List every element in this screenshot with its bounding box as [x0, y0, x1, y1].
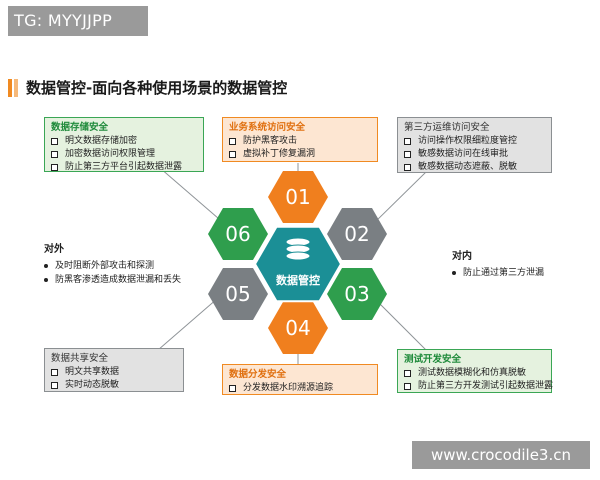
storage-item-3: 防止第三方平台引起数据泄露 [51, 161, 197, 174]
business-item-1: 防护黑客攻击 [229, 135, 371, 148]
watermark-bottom: www.crocodile3.cn [412, 441, 590, 469]
internal-section: 对内 防止通过第三方泄漏 [452, 250, 544, 280]
testing-item-2: 防止第三方开发测试引起数据泄露 [404, 380, 553, 393]
storage-security-box: 数据存储安全 明文数据存储加密 加密数据访问权限管理 防止第三方平台引起数据泄露 [44, 117, 204, 172]
external-item-1: 及时阻断外部攻击和探测 [44, 259, 181, 273]
sharing-item-1: 明文共享数据 [51, 366, 177, 379]
center-label: 数据管控 [276, 273, 320, 287]
title-accent-bar [8, 79, 18, 97]
sharing-security-box: 数据共享安全 明文共享数据 实时动态脱敏 [44, 348, 184, 392]
distribution-security-title: 数据分发安全 [229, 369, 287, 380]
internal-title: 对内 [452, 251, 472, 262]
center-hexagon [253, 225, 343, 303]
external-item-2: 防黑客渗透造成数据泄漏和丢失 [44, 273, 181, 287]
third-party-security-title: 第三方运维访问安全 [404, 122, 490, 133]
sharing-security-title: 数据共享安全 [51, 353, 109, 364]
testing-item-1: 测试数据模糊化和仿真脱敏 [404, 367, 545, 380]
hexagon-02 [327, 208, 387, 260]
hexagon-number-01: 01 [285, 185, 310, 209]
storage-item-2: 加密数据访问权限管理 [51, 148, 197, 161]
hexagon-03 [327, 268, 387, 320]
connector-testing [373, 297, 455, 353]
database-icon [285, 237, 311, 261]
testing-security-title: 测试开发安全 [404, 354, 462, 365]
hexagon-number-03: 03 [344, 282, 369, 306]
connector-storage [136, 167, 227, 226]
hexagon-number-06: 06 [225, 222, 250, 246]
hexagon-01 [268, 171, 328, 223]
connector-sharing [124, 297, 219, 351]
business-item-2: 虚拟补丁修复漏洞 [229, 148, 371, 161]
third-party-security-box: 第三方运维访问安全 访问操作权限细粒度管控 敏感数据访问在线审批 敏感数据动态遮… [397, 117, 552, 173]
storage-item-1: 明文数据存储加密 [51, 135, 197, 148]
hexagon-04 [268, 302, 328, 354]
third-party-item-2: 敏感数据访问在线审批 [404, 148, 545, 161]
connector-third-party [371, 171, 455, 226]
third-party-item-1: 访问操作权限细粒度管控 [404, 135, 545, 148]
hexagon-number-05: 05 [225, 282, 250, 306]
external-title: 对外 [44, 244, 64, 255]
hexagon-number-04: 04 [285, 316, 310, 340]
testing-security-box: 测试开发安全 测试数据模糊化和仿真脱敏 防止第三方开发测试引起数据泄露 [397, 349, 553, 393]
third-party-item-3: 敏感数据动态遮蔽、脱敏 [404, 161, 545, 174]
distribution-item-1: 分发数据水印溯源追踪 [229, 382, 371, 395]
hexagon-06 [208, 208, 268, 260]
page-title: 数据管控-面向各种使用场景的数据管控 [26, 79, 288, 97]
business-security-title: 业务系统访问安全 [229, 122, 306, 133]
internal-item-1: 防止通过第三方泄漏 [452, 266, 544, 280]
storage-security-title: 数据存储安全 [51, 122, 109, 133]
external-section: 对外 及时阻断外部攻击和探测 防黑客渗透造成数据泄漏和丢失 [44, 243, 181, 287]
watermark-top: TG: MYYJJPP [8, 6, 148, 36]
distribution-security-box: 数据分发安全 分发数据水印溯源追踪 [222, 364, 378, 395]
hexagon-05 [208, 268, 268, 320]
sharing-item-2: 实时动态脱敏 [51, 379, 177, 392]
business-security-box: 业务系统访问安全 防护黑客攻击 虚拟补丁修复漏洞 [222, 117, 378, 162]
hexagon-number-02: 02 [344, 222, 369, 246]
